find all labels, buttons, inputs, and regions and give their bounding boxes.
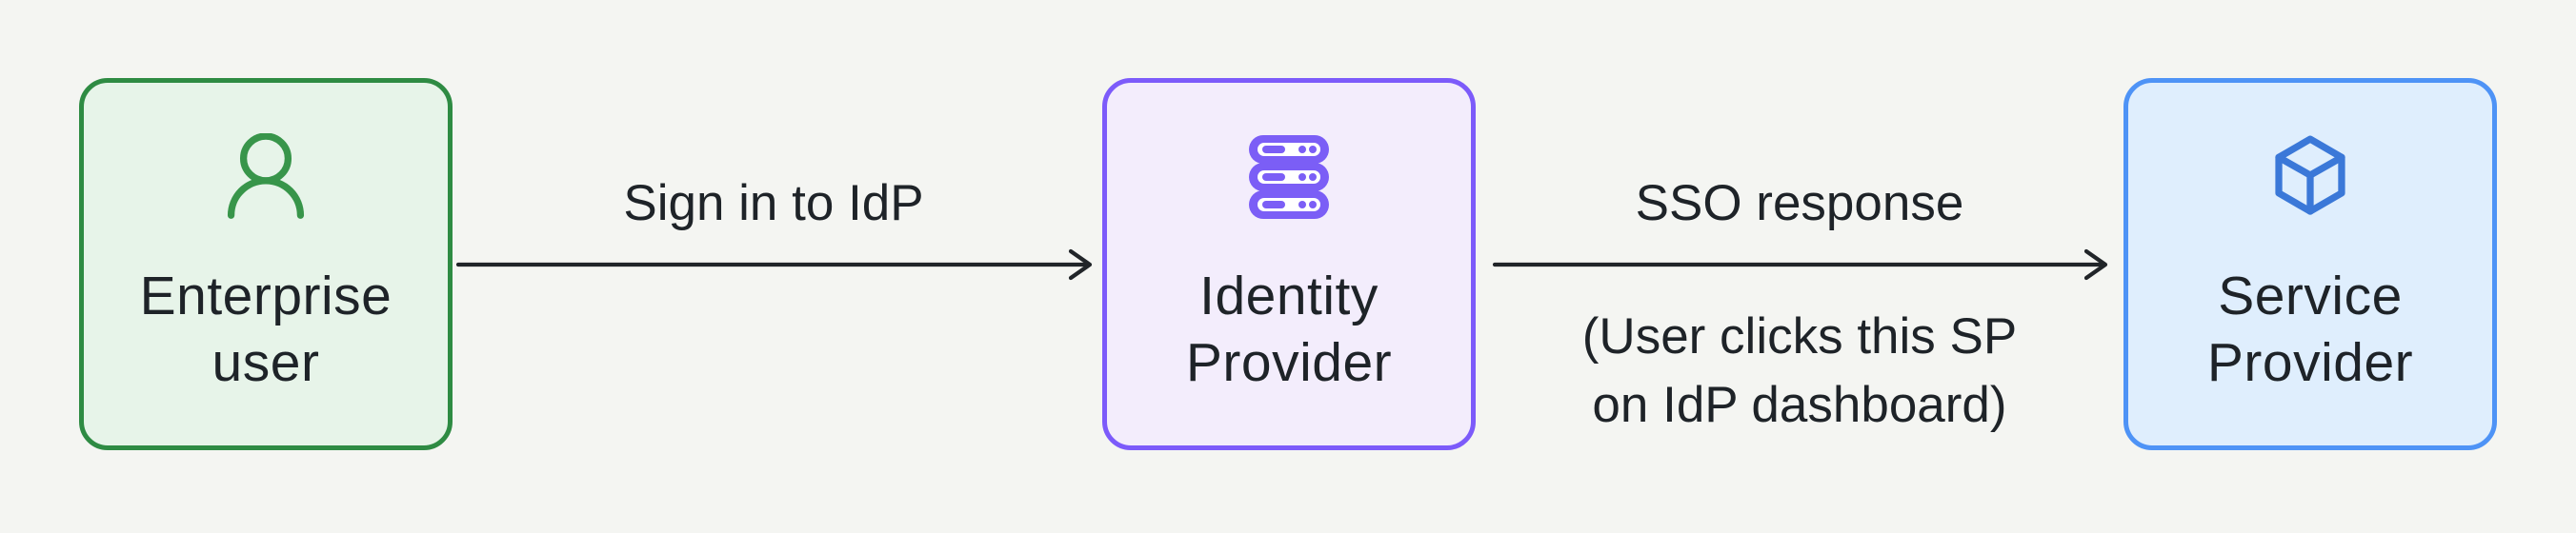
node-label-enterprise-user: Enterprise user <box>139 265 392 393</box>
arrow-right-icon <box>455 248 1093 281</box>
edge-note-sso-response: (User clicks this SP on IdP dashboard) <box>1473 303 2126 440</box>
node-identity-provider: Identity Provider <box>1102 78 1476 450</box>
edge-note-line: (User clicks this SP <box>1581 308 2018 365</box>
node-label-service-provider: Service Provider <box>2206 265 2414 393</box>
node-label-identity-provider: Identity Provider <box>1185 265 1393 393</box>
edge-note-line: on IdP dashboard) <box>1592 377 2007 433</box>
node-enterprise-user: Enterprise user <box>79 78 453 450</box>
edge-label-sso-response: SSO response <box>1635 175 1964 231</box>
edge-label-sign-in-to-idp: Sign in to IdP <box>623 175 924 231</box>
arrow-right-icon <box>1492 248 2108 281</box>
user-icon <box>222 132 310 221</box>
node-service-provider: Service Provider <box>2123 78 2497 450</box>
server-icon <box>1245 133 1333 221</box>
cube-icon <box>2266 133 2354 221</box>
